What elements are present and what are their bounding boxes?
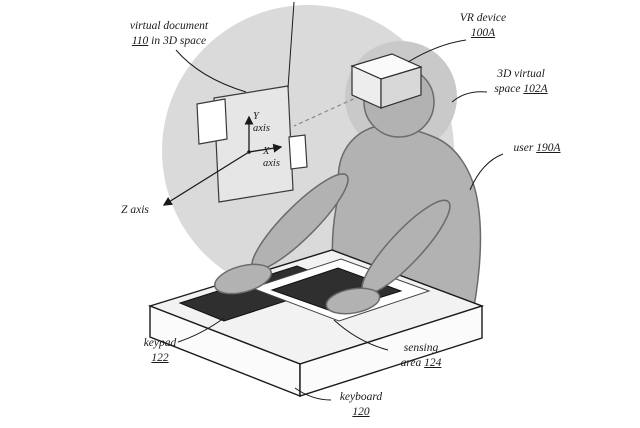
vr-device-label-num: 100A bbox=[470, 26, 496, 39]
x-axis-label: X axis bbox=[263, 146, 280, 170]
user-label-word: user bbox=[513, 142, 534, 154]
virtual-space-label: 3D virtual space 102A bbox=[478, 67, 564, 97]
leader-lines bbox=[175, 39, 504, 401]
gaze-line bbox=[293, 95, 361, 127]
leader-vr-device bbox=[407, 39, 467, 63]
leader-user bbox=[469, 153, 504, 191]
leader-virtual-document bbox=[175, 49, 247, 93]
z-axis-letter: Z bbox=[121, 204, 128, 216]
sensing-area-label-line1: sensing bbox=[403, 342, 439, 354]
x-axis-word: axis bbox=[263, 158, 280, 170]
y-axis-word: axis bbox=[253, 123, 270, 135]
keyboard-label-word: keyboard bbox=[339, 391, 383, 403]
leader-sensing-area bbox=[333, 319, 389, 351]
virtual-space-label-num: 102A bbox=[523, 82, 548, 95]
keypad-label-word: keypad bbox=[143, 337, 177, 349]
sensing-area-label-num: 124 bbox=[424, 356, 442, 369]
z-axis-word: axis bbox=[130, 204, 149, 216]
right-hand bbox=[214, 263, 272, 295]
x-axis-letter: X bbox=[263, 146, 270, 157]
axes-group bbox=[162, 115, 283, 206]
vr-headset bbox=[350, 53, 423, 109]
leader-keypad bbox=[177, 317, 225, 343]
leader-keyboard bbox=[294, 387, 332, 401]
virtual-document-group bbox=[196, 85, 308, 203]
side-page-right bbox=[288, 134, 308, 170]
keypad-label-num: 122 bbox=[151, 351, 169, 364]
side-page-left bbox=[196, 98, 228, 145]
sensing-area-label-word: area bbox=[400, 356, 422, 369]
leader-virtual-space bbox=[451, 91, 488, 103]
vr-device-label-name: VR device bbox=[459, 12, 507, 24]
z-axis-label: Z axis bbox=[112, 203, 158, 218]
virtual-document-panel bbox=[213, 85, 294, 203]
axes-origin bbox=[247, 150, 251, 154]
z-axis-arrow bbox=[162, 151, 250, 206]
user-arms bbox=[214, 173, 451, 315]
x-axis-arrow bbox=[248, 143, 283, 153]
keyboard-front-right-face bbox=[299, 305, 483, 397]
user-label-num: 190A bbox=[536, 142, 561, 154]
keyboard-group bbox=[147, 249, 485, 398]
keyboard-label-num: 120 bbox=[352, 405, 370, 418]
virtual-document-label-line1: virtual document bbox=[129, 20, 209, 32]
y-axis-letter: Y bbox=[253, 111, 259, 122]
keyboard-label: keyboard 120 bbox=[325, 390, 397, 420]
virtual-space-label-word: space bbox=[494, 82, 521, 95]
vr-headset-side bbox=[380, 66, 422, 109]
left-hand bbox=[325, 287, 381, 315]
user-label: user 190A bbox=[498, 141, 576, 156]
keypad-label: keypad 122 bbox=[128, 336, 192, 366]
virtual-document-label-rest: in 3D space bbox=[151, 34, 207, 47]
virtual-document-label-num: 110 bbox=[131, 34, 149, 47]
y-axis-label: Y axis bbox=[253, 111, 270, 135]
virtual-document-label: virtual document 110 in 3D space bbox=[110, 19, 228, 49]
leader-top bbox=[287, 1, 295, 89]
virtual-space-label-line1: 3D virtual bbox=[497, 68, 545, 80]
vr-device-label: VR device 100A bbox=[447, 11, 519, 41]
sensing-area-label: sensing area 124 bbox=[385, 341, 457, 371]
